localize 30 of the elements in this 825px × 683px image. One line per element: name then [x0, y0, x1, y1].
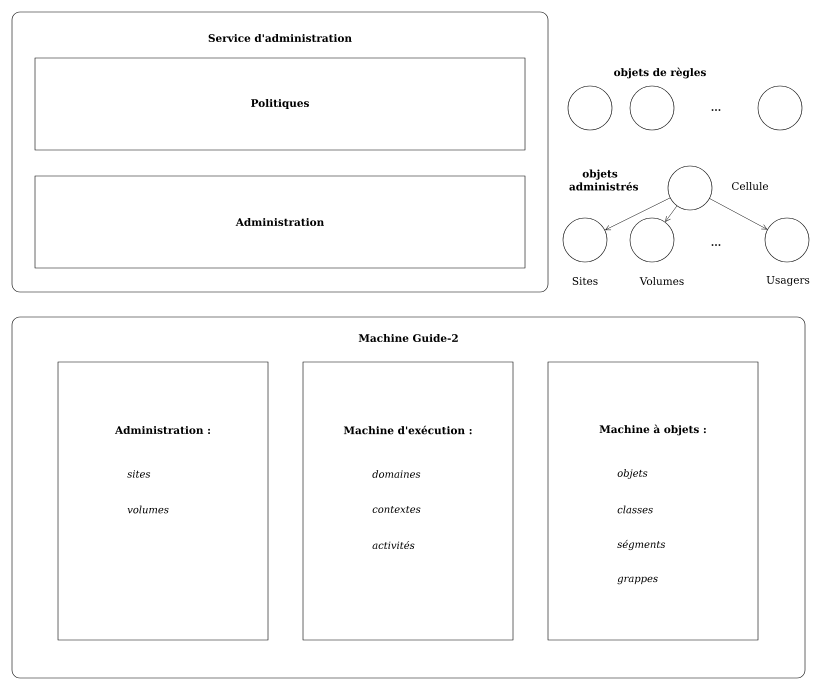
list-item: domaines: [372, 470, 420, 478]
heading: Politiques: [251, 98, 309, 110]
arrow: [605, 198, 670, 230]
heading: Machine à objets :: [600, 424, 706, 436]
circle: [758, 86, 802, 130]
heading: Machine Guide-2: [358, 334, 458, 342]
heading: Administration :: [114, 426, 210, 434]
circle: [568, 86, 612, 130]
list-item: activités: [372, 540, 414, 550]
list-item: ségments: [617, 540, 666, 550]
node-label: Volumes: [640, 276, 684, 286]
heading: Service d'administration: [208, 34, 352, 42]
arrow: [665, 206, 678, 222]
circle: [630, 86, 674, 130]
list-item: sites: [127, 470, 150, 478]
list-item: classes: [618, 506, 653, 514]
group-label: objets de règles: [614, 68, 706, 78]
list-item: objets: [618, 469, 648, 479]
ellipsis: ...: [712, 244, 720, 246]
list-item: grappes: [618, 576, 658, 584]
heading: Administration: [236, 218, 324, 226]
node-label: Sites: [572, 277, 598, 285]
heading: Machine d'exécution :: [344, 426, 472, 434]
list-item: contextes: [372, 506, 420, 513]
list-item: volumes: [128, 506, 169, 514]
node-label: Cellule: [732, 182, 768, 190]
group-label: objets administrés: [569, 169, 638, 190]
node-label: Usagers: [766, 276, 810, 286]
ellipsis: ...: [712, 109, 720, 111]
arrow: [709, 198, 768, 230]
